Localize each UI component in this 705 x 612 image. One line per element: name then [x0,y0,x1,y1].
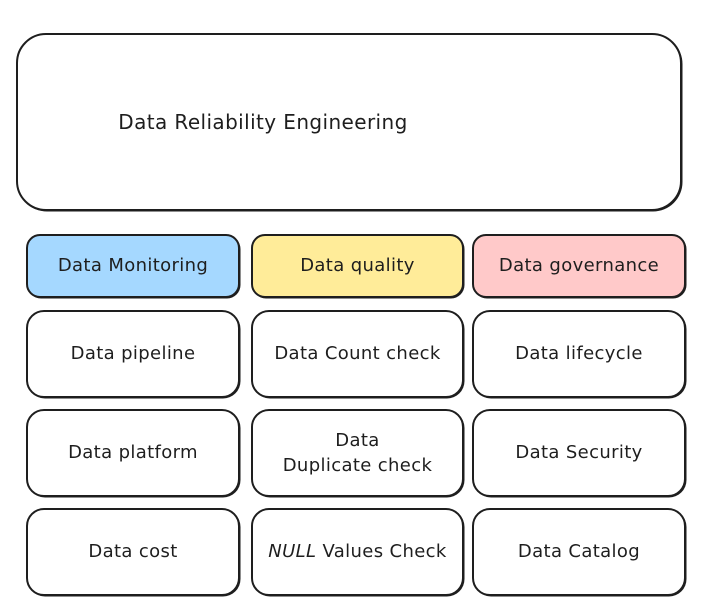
node-label: Data Security [515,442,643,464]
node-data-reliability-engineering: Data Reliability Engineering [16,33,682,211]
node-data-monitoring: Data Monitoring [26,234,240,298]
node-null-values-check: NULL Values Check [251,508,464,596]
node-label: Data cost [88,541,178,563]
node-label: Data Duplicate check [282,429,433,476]
node-label: Data platform [68,442,198,464]
root-node-label: Data Reliability Engineering [118,110,408,134]
rest-of-label: Values Check [316,541,447,563]
node-data-count-check: Data Count check [251,310,464,398]
node-label: NULL Values Check [262,539,452,564]
node-data-quality: Data quality [251,234,464,298]
node-data-platform: Data platform [26,409,240,497]
node-label: Data governance [498,255,660,277]
node-label: Data pipeline [70,343,196,365]
node-label: Data Monitoring [57,255,209,277]
null-word: NULL [268,541,317,563]
node-data-catalog: Data Catalog [472,508,686,596]
node-data-security: Data Security [472,409,686,497]
node-label: Data lifecycle [515,343,643,365]
node-data-cost: Data cost [26,508,240,596]
node-data-governance: Data governance [472,234,686,298]
node-data-duplicate-check: Data Duplicate check [251,409,464,497]
node-data-lifecycle: Data lifecycle [472,310,686,398]
node-label: Data Catalog [517,541,641,563]
node-data-pipeline: Data pipeline [26,310,240,398]
node-label: Data quality [300,255,415,277]
node-label: Data Count check [274,343,441,365]
